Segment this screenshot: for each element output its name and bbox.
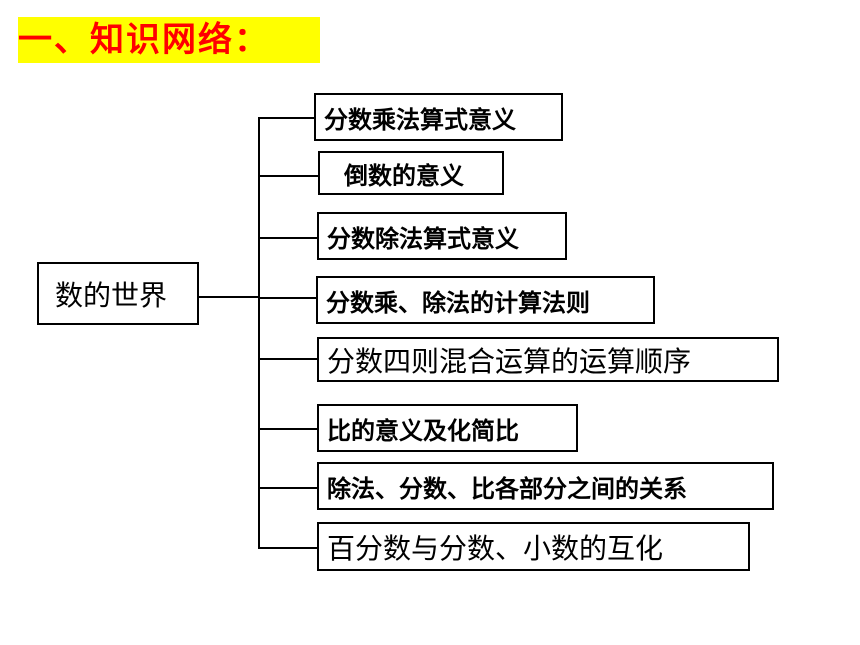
branch-node: 分数乘法算式意义 xyxy=(314,93,563,141)
root-connector xyxy=(199,296,259,298)
branch-connector xyxy=(258,297,316,299)
branch-connector xyxy=(258,175,318,177)
branch-connector xyxy=(258,358,317,360)
root-node: 数的世界 xyxy=(37,262,199,325)
branch-connector xyxy=(258,547,317,549)
branch-node: 倒数的意义 xyxy=(318,151,504,195)
branch-connector xyxy=(258,117,314,119)
branch-node: 分数四则混合运算的运算顺序 xyxy=(317,337,779,382)
branch-connector xyxy=(258,487,317,489)
branch-node: 百分数与分数、小数的互化 xyxy=(317,522,750,571)
branch-connector xyxy=(258,237,317,239)
section-title: 一、知识网络： xyxy=(18,17,320,63)
branch-node: 分数除法算式意义 xyxy=(317,212,567,260)
branch-node: 比的意义及化简比 xyxy=(317,404,578,452)
branch-connector xyxy=(258,428,317,430)
branch-node: 除法、分数、比各部分之间的关系 xyxy=(317,462,774,510)
branch-node: 分数乘、除法的计算法则 xyxy=(316,276,655,324)
trunk-line xyxy=(258,117,260,549)
